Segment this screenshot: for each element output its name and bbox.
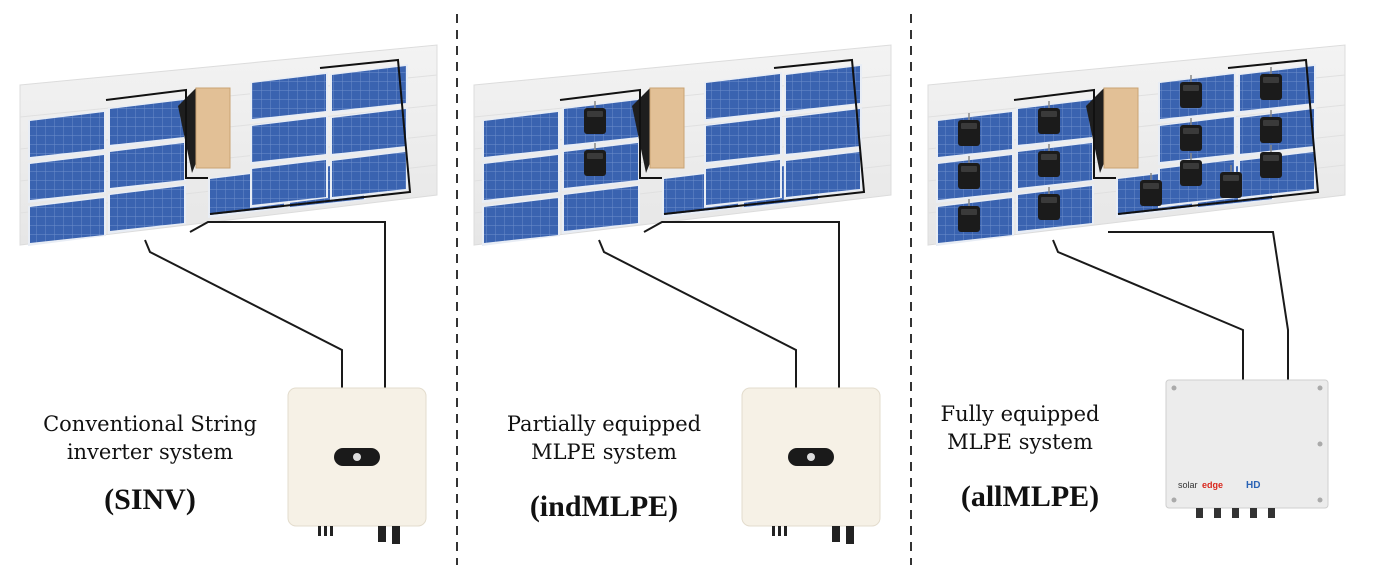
inverter-connector [1232,508,1239,518]
power-optimizer-detail [961,123,977,129]
hd-wave-inverter [1165,379,1329,509]
power-optimizer-detail [587,111,603,117]
dc-cable [598,239,797,390]
indmlpe-description-line2: MLPE system [531,440,677,465]
dc-cable [1108,231,1289,380]
pv-module [564,186,638,231]
pv-module [252,74,326,119]
pv-module [332,109,406,154]
pv-module [30,155,104,200]
inverter-connector [1250,508,1257,518]
string-loop [1013,88,1116,179]
sinv-illustration [19,44,438,544]
inverter-screw [1171,497,1177,503]
sinv-description-line2: inverter system [66,440,234,465]
sinv-description-line1: Conventional String [43,412,257,436]
power-optimizer-detail [1183,85,1199,91]
pv-module [786,109,860,154]
indmlpe-illustration [473,44,892,544]
inverter-connector [378,526,386,542]
sinv-description: Conventional String inverter system [30,410,270,467]
enclosure-box [195,87,231,169]
dc-cable [189,221,386,390]
brand-text: solar [1178,480,1198,490]
inverter-connector [832,526,840,542]
pv-module [484,155,558,200]
string-loop [105,88,208,179]
allmlpe-description: Fully equipped MLPE system [930,400,1110,457]
pv-module [484,198,558,243]
allmlpe-illustration: solar edge HD [927,44,1346,518]
indmlpe-description: Partially equipped MLPE system [484,410,724,467]
inverter-screw [1317,441,1323,447]
inverter-connector [778,526,781,536]
allmlpe-description-line2: MLPE system [947,430,1093,455]
power-optimizer-detail [1041,111,1057,117]
pv-module [332,152,406,197]
inverter-connector [1214,508,1221,518]
inverter-connector [846,526,854,544]
inverter-connector [772,526,775,536]
indmlpe-code: (indMLPE) [529,490,679,523]
power-optimizer-detail [1263,155,1279,161]
inverter-screw [1317,385,1323,391]
string-loop [559,88,662,179]
pv-module [484,112,558,157]
power-optimizer-detail [1223,175,1239,181]
dc-cable [1052,239,1244,380]
power-optimizer-detail [1183,128,1199,134]
inverter-connector [392,526,400,544]
dc-cable [144,239,343,390]
pv-module [706,74,780,119]
power-optimizer-detail [1041,154,1057,160]
string-loop [209,58,412,215]
power-optimizer-detail [587,153,603,159]
inverter-connector [1268,508,1275,518]
dc-cable [643,221,840,390]
pv-module [786,66,860,111]
power-optimizer-detail [1263,120,1279,126]
enclosure-box [1103,87,1139,169]
pv-module [110,100,184,145]
model-mark-text: HD [1246,480,1260,491]
pv-module [786,152,860,197]
allmlpe-code: (allMLPE) [960,480,1100,513]
indmlpe-description-line1: Partially equipped [506,412,702,436]
inverter-logo [353,453,361,461]
power-optimizer-detail [1183,163,1199,169]
power-optimizer-detail [961,209,977,215]
string-loop [1117,58,1320,215]
pv-module [252,117,326,162]
enclosure-box [649,87,685,169]
pv-module [30,112,104,157]
inverter-connector [1196,508,1203,518]
pv-module [332,66,406,111]
string-loop [663,58,866,215]
inverter-connector [784,526,787,536]
pv-module [252,160,326,205]
inverter-screw [1317,497,1323,503]
allmlpe-description-line1: Fully equipped [940,402,1100,426]
pv-module [30,198,104,243]
pv-module [110,143,184,188]
power-optimizer-detail [1263,77,1279,83]
inverter-connector [324,526,327,536]
inverter-screw [1171,385,1177,391]
sinv-code: (SINV) [104,483,196,516]
pv-module [706,117,780,162]
power-optimizer-detail [961,166,977,172]
pv-module [706,160,780,205]
power-optimizer-detail [1143,183,1159,189]
inverter-connector [318,526,321,536]
brand-accent-text: edge [1202,480,1223,490]
inverter-logo [807,453,815,461]
pv-module [110,186,184,231]
power-optimizer-detail [1041,197,1057,203]
inverter-connector [330,526,333,536]
